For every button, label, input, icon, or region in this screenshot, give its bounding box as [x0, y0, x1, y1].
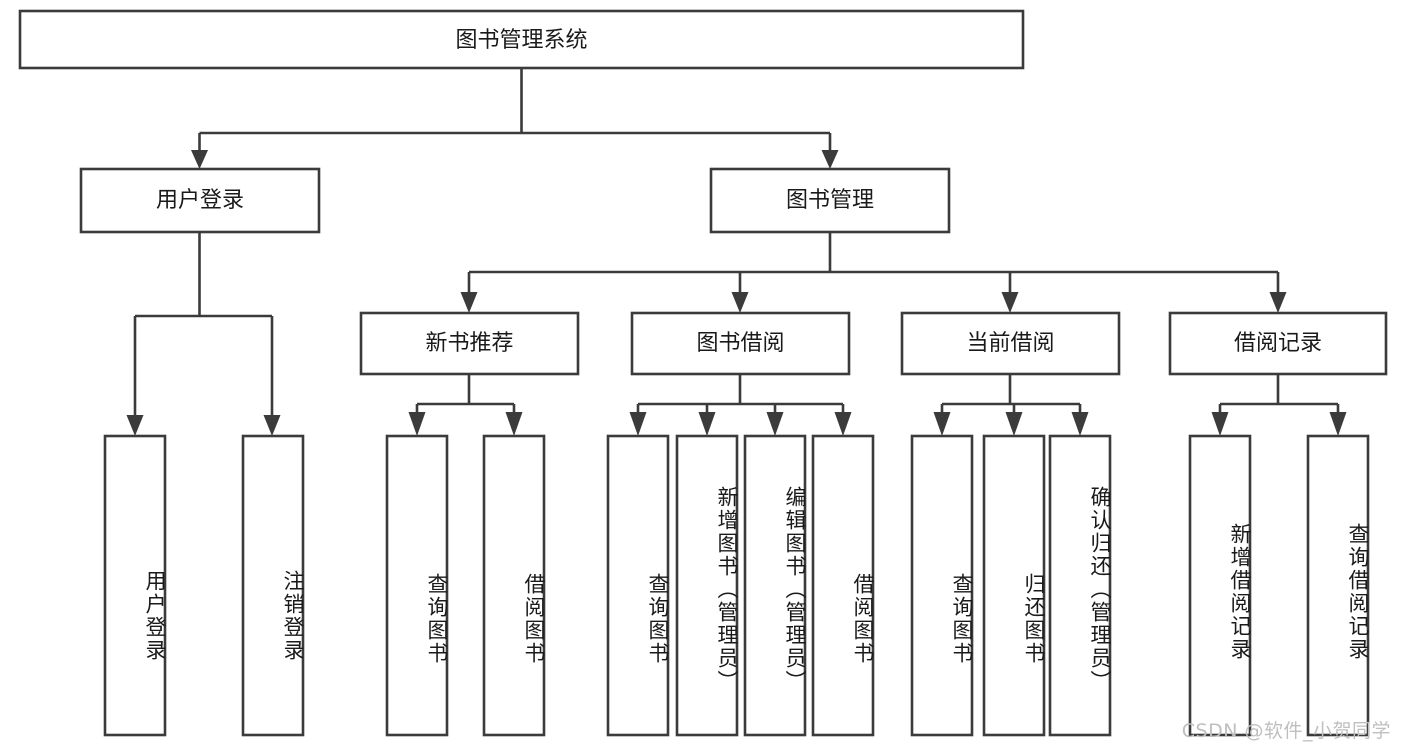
- node-root[interactable]: 图书管理系统: [18, 9, 1025, 70]
- arrow-head-borrow-record: [1269, 292, 1287, 313]
- node-leaf-borrow-book-1-box[interactable]: [482, 434, 546, 737]
- node-leaf-add-book-box[interactable]: [675, 434, 739, 737]
- arrow-head-leaf-query-book-2: [629, 412, 647, 436]
- node-book-manage-label: 图书管理: [786, 188, 874, 213]
- node-leaf-query-book-1-box[interactable]: [385, 434, 449, 737]
- node-user-login[interactable]: 用户登录: [79, 167, 321, 234]
- node-leaf-query-book-3-box[interactable]: [910, 434, 974, 737]
- node-book-manage-box[interactable]: [709, 167, 951, 234]
- node-user-login-label: 用户登录: [156, 188, 244, 213]
- arrow-head-leaf-logout-login: [263, 415, 281, 436]
- arrow-head-current-borrow: [1001, 292, 1019, 313]
- leaf-box-layer: [103, 434, 1370, 737]
- arrow-head-leaf-user-login: [126, 415, 144, 436]
- node-root-label: 图书管理系统: [455, 28, 587, 53]
- arrow-head-new-book-recommend: [460, 292, 478, 313]
- node-borrow-record-label: 借阅记录: [1234, 331, 1322, 356]
- arrow-head-leaf-borrow-book-2: [834, 412, 852, 436]
- arrow-head-leaf-edit-book: [766, 412, 784, 436]
- arrow-head-leaf-query-book-1: [408, 412, 426, 436]
- node-root-box[interactable]: [18, 9, 1025, 70]
- arrow-head-user-login: [191, 150, 208, 169]
- node-user-login-box[interactable]: [79, 167, 321, 234]
- node-current-borrow[interactable]: 当前借阅: [900, 311, 1121, 376]
- arrow-head-leaf-query-record: [1329, 412, 1347, 436]
- node-leaf-add-record-box[interactable]: [1188, 434, 1252, 737]
- node-borrow-record-box[interactable]: [1168, 311, 1388, 376]
- arrow-head-leaf-borrow-book-1: [505, 412, 523, 436]
- node-leaf-confirm-return-box[interactable]: [1048, 434, 1112, 737]
- arrow-head-leaf-confirm-return: [1071, 412, 1089, 436]
- node-leaf-return-book-box[interactable]: [982, 434, 1046, 737]
- arrow-head-book-manage: [821, 150, 839, 169]
- node-book-manage[interactable]: 图书管理: [709, 167, 951, 234]
- node-leaf-logout-login-box[interactable]: [241, 434, 305, 737]
- csdn-watermark: CSDN @软件_小贺同学: [1181, 720, 1391, 742]
- node-new-book-recommend[interactable]: 新书推荐: [359, 311, 580, 376]
- node-leaf-user-login-box[interactable]: [103, 434, 167, 737]
- node-book-borrow-label: 图书借阅: [696, 331, 784, 356]
- arrow-head-leaf-query-book-3: [933, 412, 951, 436]
- node-new-book-recommend-label: 新书推荐: [425, 331, 513, 356]
- node-leaf-edit-book-box[interactable]: [743, 434, 807, 737]
- node-book-borrow-box[interactable]: [630, 311, 851, 376]
- node-current-borrow-box[interactable]: [900, 311, 1121, 376]
- node-current-borrow-label: 当前借阅: [966, 331, 1054, 356]
- node-leaf-query-record-box[interactable]: [1306, 434, 1370, 737]
- arrow-head-leaf-return-book: [1005, 412, 1023, 436]
- connector-layer: [126, 68, 1347, 436]
- arrow-head-book-borrow: [731, 292, 749, 313]
- arrow-head-leaf-add-book: [698, 412, 716, 436]
- node-leaf-query-book-2-box[interactable]: [606, 434, 670, 737]
- node-leaf-borrow-book-2-box[interactable]: [811, 434, 875, 737]
- node-book-borrow[interactable]: 图书借阅: [630, 311, 851, 376]
- arrow-head-leaf-add-record: [1211, 412, 1229, 436]
- node-borrow-record[interactable]: 借阅记录: [1168, 311, 1388, 376]
- node-new-book-recommend-box[interactable]: [359, 311, 580, 376]
